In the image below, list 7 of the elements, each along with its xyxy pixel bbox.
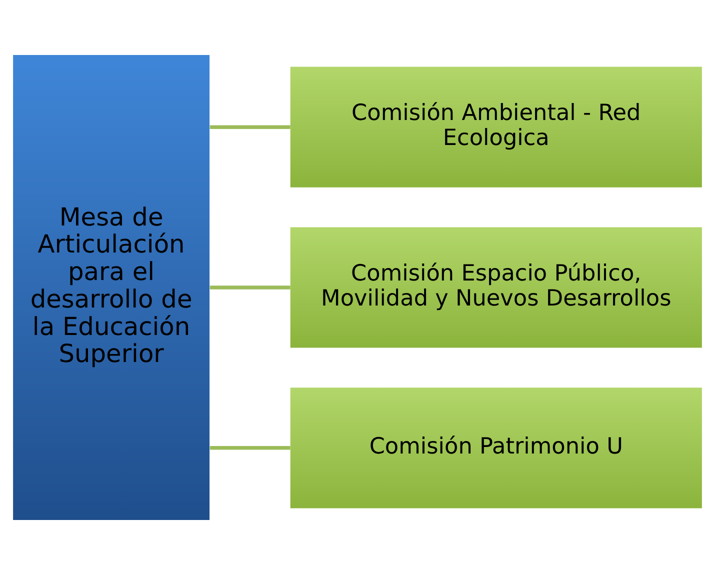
- node-box: Mesa de Articulación para el desarrollo de la Educación Superior: [13, 54, 210, 520]
- connector: [210, 125, 290, 129]
- connector: [210, 446, 290, 450]
- connector: [210, 286, 290, 290]
- node-box: Comisión Ambiental - Red Ecologica: [290, 66, 702, 188]
- node-box: Comisión Patrimonio U: [290, 388, 702, 508]
- node-box: Comisión Espacio Público, Movilidad y Nuevos Desarrollos: [290, 227, 702, 348]
